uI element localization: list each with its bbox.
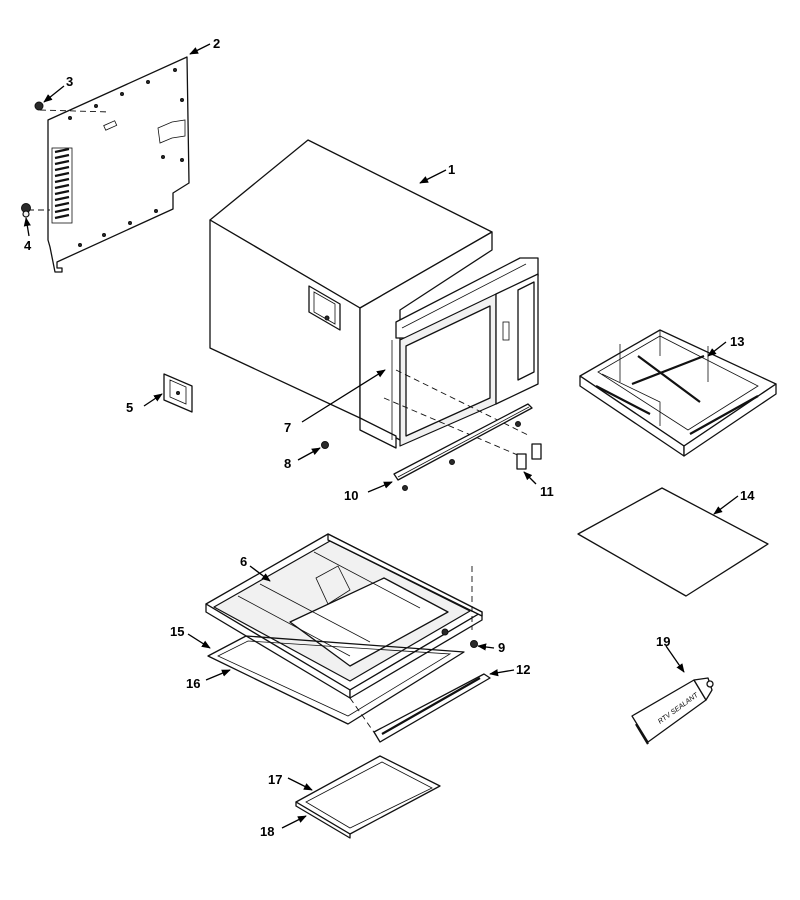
- seal-strip-10: [393, 403, 533, 481]
- callout-label-9: 9: [498, 640, 505, 655]
- screw-3: [34, 101, 44, 111]
- callout-label-3: 3: [66, 74, 73, 89]
- sealant-tube-19: RTV SEALANT: [631, 677, 714, 745]
- callout-label-5: 5: [126, 400, 133, 415]
- front-strip-12: [349, 673, 491, 743]
- callout-label-12: 12: [516, 662, 530, 677]
- tray-13: [579, 329, 777, 457]
- filter-17-18: [295, 755, 441, 839]
- sheet-14: [577, 487, 769, 597]
- screw-8: [321, 441, 329, 449]
- callout-leaders: [23, 43, 739, 829]
- gasket-15-16: [207, 635, 465, 725]
- callout-label-2: 2: [213, 36, 220, 51]
- callout-label-11: 11: [540, 484, 554, 499]
- callout-label-4: 4: [24, 238, 32, 253]
- bracket-5: [163, 373, 193, 413]
- callout-label-13: 13: [730, 334, 744, 349]
- callout-label-15: 15: [170, 624, 184, 639]
- screw-4: [21, 203, 31, 218]
- cabinet-assembly: [209, 139, 539, 491]
- callout-label-17: 17: [268, 772, 282, 787]
- callout-label-16: 16: [186, 676, 200, 691]
- callout-label-14: 14: [740, 488, 755, 503]
- callout-label-6: 6: [240, 554, 247, 569]
- back-panel: [28, 56, 190, 273]
- panel-vent-slots: [54, 147, 70, 220]
- callout-label-10: 10: [344, 488, 358, 503]
- callout-label-8: 8: [284, 456, 291, 471]
- callout-label-19: 19: [656, 634, 670, 649]
- foot-11: [516, 443, 542, 470]
- callout-label-7: 7: [284, 420, 291, 435]
- callout-labels: 1 2 3 4 5 6 7 8 9 10 11 12 13 14 15 16 1…: [24, 36, 755, 839]
- callout-label-1: 1: [448, 162, 455, 177]
- screw-9: [470, 640, 478, 648]
- base-frame-6: [205, 533, 483, 699]
- callout-label-18: 18: [260, 824, 274, 839]
